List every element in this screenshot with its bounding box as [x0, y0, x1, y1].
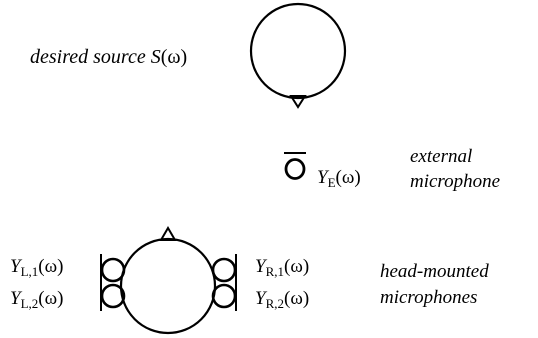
left-microphone-pair: [100, 254, 126, 311]
mic-r1-label: YR,1(ω): [255, 256, 309, 279]
external-mic-capsule: [284, 158, 306, 180]
external-microphone: [284, 152, 306, 180]
external-mic-label: YE(ω): [317, 167, 361, 190]
external-caption-line1: external: [410, 146, 472, 167]
listener-head-circle: [119, 237, 217, 335]
mic-r2: [211, 283, 237, 309]
right-microphone-pair: [211, 254, 237, 311]
mic-l2: [100, 283, 126, 309]
mic-l1-label: YL,1(ω): [10, 256, 63, 279]
head-mounted-caption-line2: microphones: [380, 287, 477, 308]
mic-l1: [100, 257, 126, 283]
mic-r2-label: YR,2(ω): [255, 288, 309, 311]
source-nose: [289, 95, 307, 109]
mic-r1: [211, 257, 237, 283]
source-head-circle: [249, 2, 347, 100]
external-caption-line2: microphone: [410, 171, 500, 192]
listener-head: [119, 226, 217, 335]
source-head: [249, 2, 347, 109]
head-mounted-caption-line1: head-mounted: [380, 261, 489, 282]
mic-l2-label: YL,2(ω): [10, 288, 63, 311]
source-label: desired source S(ω): [30, 46, 187, 68]
